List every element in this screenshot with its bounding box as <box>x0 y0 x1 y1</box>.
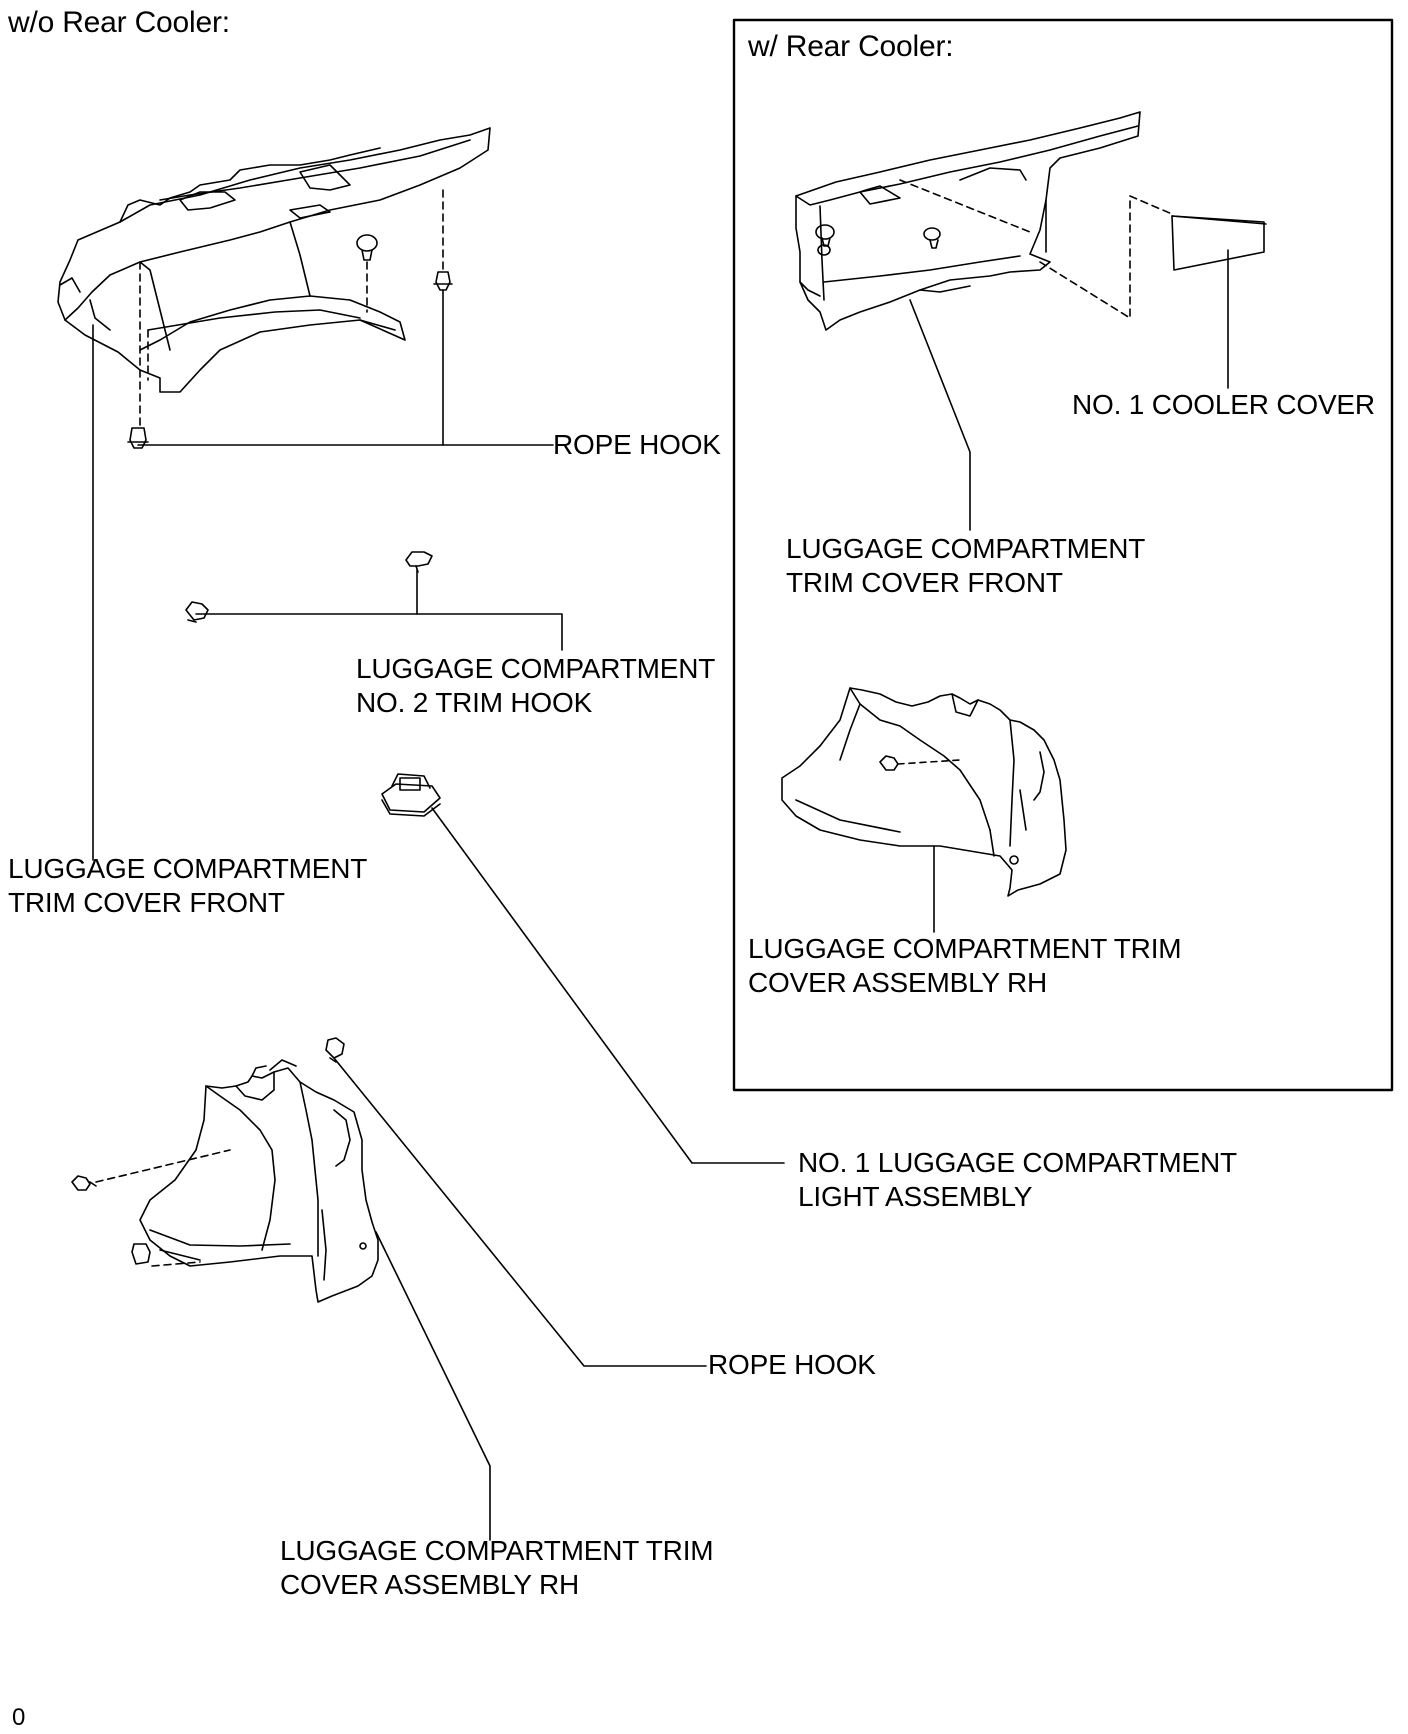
label-trim-front-right: LUGGAGE COMPARTMENT TRIM COVER FRONT <box>786 532 1145 600</box>
label-trim-hook-line1: LUGGAGE COMPARTMENT <box>356 653 716 684</box>
without-cooler-heading: w/o Rear Cooler: <box>8 6 230 39</box>
label-trim-front-left-line1: LUGGAGE COMPARTMENT <box>8 853 368 884</box>
with-cooler-heading: w/ Rear Cooler: <box>748 30 954 63</box>
trim-cover-front-right <box>795 111 1141 331</box>
trim-cover-assembly-rh-left <box>139 1059 379 1303</box>
luggage-light-assembly <box>381 773 441 817</box>
label-trim-front-left: LUGGAGE COMPARTMENT TRIM COVER FRONT <box>8 852 367 920</box>
label-light-assembly-line1: NO. 1 LUGGAGE COMPARTMENT <box>798 1147 1237 1178</box>
alignment-lines-right <box>899 179 1173 319</box>
rope-hook-bottom <box>325 1037 345 1063</box>
label-rh-right-line2: COVER ASSEMBLY RH <box>748 967 1047 998</box>
label-rh-bottom: LUGGAGE COMPARTMENT TRIM COVER ASSEMBLY … <box>280 1534 714 1602</box>
trim-cover-assembly-rh-right <box>781 687 1067 897</box>
clip-right-rh <box>879 755 899 771</box>
rope-hook-top-right <box>433 271 453 291</box>
label-trim-front-right-line2: TRIM COVER FRONT <box>786 567 1063 598</box>
label-rope-hook-bottom: ROPE HOOK <box>708 1349 876 1380</box>
label-trim-hook-line2: NO. 2 TRIM HOOK <box>356 687 593 718</box>
label-trim-front-right-line1: LUGGAGE COMPARTMENT <box>786 533 1146 564</box>
with-cooler-frame <box>732 18 1394 1092</box>
trim-cover-front-left <box>57 127 491 393</box>
cooler-cover-part <box>1171 215 1267 271</box>
leader-lines-right <box>909 249 1229 933</box>
footer-code: 0 <box>12 1704 26 1731</box>
rope-hook-top-left <box>127 427 149 449</box>
alignment-lines-rh-left <box>95 1149 231 1267</box>
clip-left-top <box>356 234 378 261</box>
clip-bottom-rh <box>131 1243 151 1265</box>
label-trim-hook: LUGGAGE COMPARTMENT NO. 2 TRIM HOOK <box>356 652 715 720</box>
trim-hook-top <box>405 551 433 573</box>
label-trim-front-left-line2: TRIM COVER FRONT <box>8 887 285 918</box>
label-light-assembly-line2: LIGHT ASSEMBLY <box>798 1181 1033 1212</box>
label-cooler-cover: NO. 1 COOLER COVER <box>1072 389 1375 420</box>
label-rh-bottom-line1: LUGGAGE COMPARTMENT TRIM <box>280 1535 714 1566</box>
leader-lines-left <box>92 289 785 1541</box>
label-rope-hook-top: ROPE HOOK <box>553 429 721 460</box>
trim-hook-left <box>185 601 209 623</box>
label-rh-right: LUGGAGE COMPARTMENT TRIM COVER ASSEMBLY … <box>748 932 1182 1000</box>
alignment-line-rh-right <box>897 759 961 765</box>
alignment-lines-left <box>139 189 444 429</box>
clip-left-rh <box>71 1175 97 1191</box>
clip-right-front-center <box>923 227 941 249</box>
label-rh-right-line1: LUGGAGE COMPARTMENT TRIM <box>748 933 1182 964</box>
clip-right-front-left <box>815 224 835 247</box>
label-light-assembly: NO. 1 LUGGAGE COMPARTMENT LIGHT ASSEMBLY <box>798 1146 1237 1214</box>
label-rh-bottom-line2: COVER ASSEMBLY RH <box>280 1569 579 1600</box>
